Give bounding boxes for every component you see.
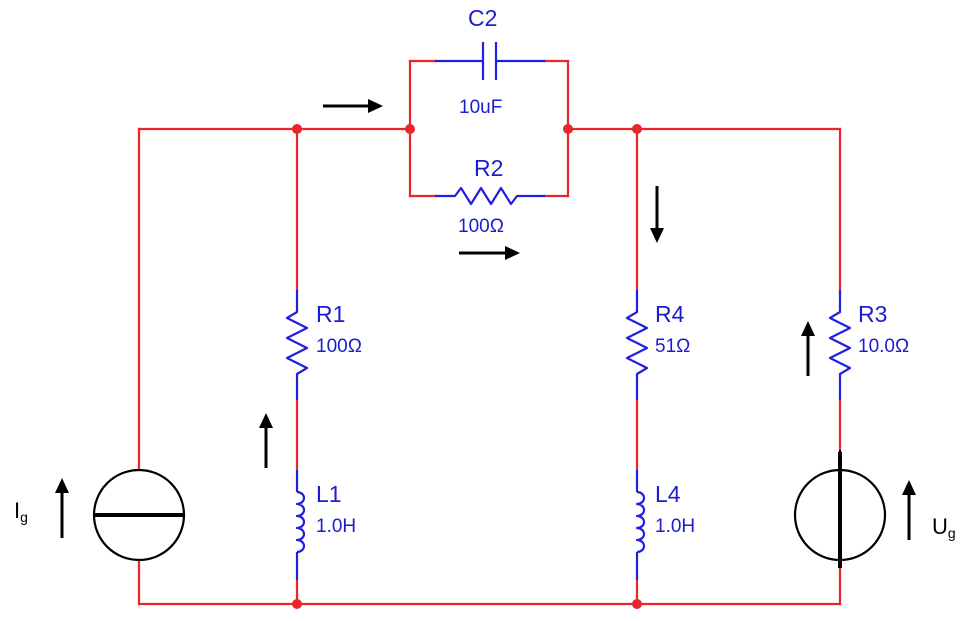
ig-label: Ig xyxy=(14,498,28,525)
r4-value-label: 51Ω xyxy=(655,336,690,357)
current-arrows xyxy=(55,99,916,540)
arrow-right-icon xyxy=(459,246,520,260)
junction-node xyxy=(563,124,573,134)
l4-value-label: 1.0H xyxy=(655,516,695,537)
junction-node xyxy=(632,599,642,609)
capacitor-c2[interactable]: C2 10uF xyxy=(435,5,545,118)
l1-ref-label: L1 xyxy=(316,481,342,507)
c2-value-label: 10uF xyxy=(459,97,502,118)
arrow-up-icon xyxy=(55,478,69,538)
arrow-up-icon xyxy=(259,413,273,468)
wires xyxy=(137,59,842,606)
arrow-up-icon xyxy=(902,480,916,540)
current-source-ig[interactable] xyxy=(92,468,186,562)
r1-value-label: 100Ω xyxy=(316,336,362,357)
voltage-source-ug[interactable] xyxy=(793,450,887,568)
resistor-r2[interactable]: R2 100Ω xyxy=(435,155,545,237)
resistor-r1[interactable]: R1 100Ω xyxy=(285,290,362,400)
resistor-r3[interactable]: R3 10.0Ω xyxy=(828,290,909,400)
r2-value-label: 100Ω xyxy=(458,216,504,237)
junction-node xyxy=(405,124,415,134)
r3-value-label: 10.0Ω xyxy=(858,336,909,357)
arrow-up-icon xyxy=(801,321,815,376)
resistor-r4[interactable]: R4 51Ω xyxy=(625,290,690,400)
inductor-l4[interactable]: L4 1.0H xyxy=(635,470,695,580)
r1-ref-label: R1 xyxy=(316,301,345,327)
arrow-right-icon xyxy=(323,99,383,113)
arrow-down-icon xyxy=(650,186,664,243)
l4-ref-label: L4 xyxy=(655,481,681,507)
junction-nodes xyxy=(292,124,642,609)
junction-node xyxy=(632,124,642,134)
junction-node xyxy=(292,599,302,609)
r3-ref-label: R3 xyxy=(858,301,887,327)
r4-ref-label: R4 xyxy=(655,301,685,327)
c2-ref-label: C2 xyxy=(468,5,497,31)
inductor-l1[interactable]: L1 1.0H xyxy=(295,470,356,580)
junction-node xyxy=(292,124,302,134)
l1-value-label: 1.0H xyxy=(316,516,356,537)
ug-label: Ug xyxy=(932,514,956,541)
r2-ref-label: R2 xyxy=(474,155,503,181)
